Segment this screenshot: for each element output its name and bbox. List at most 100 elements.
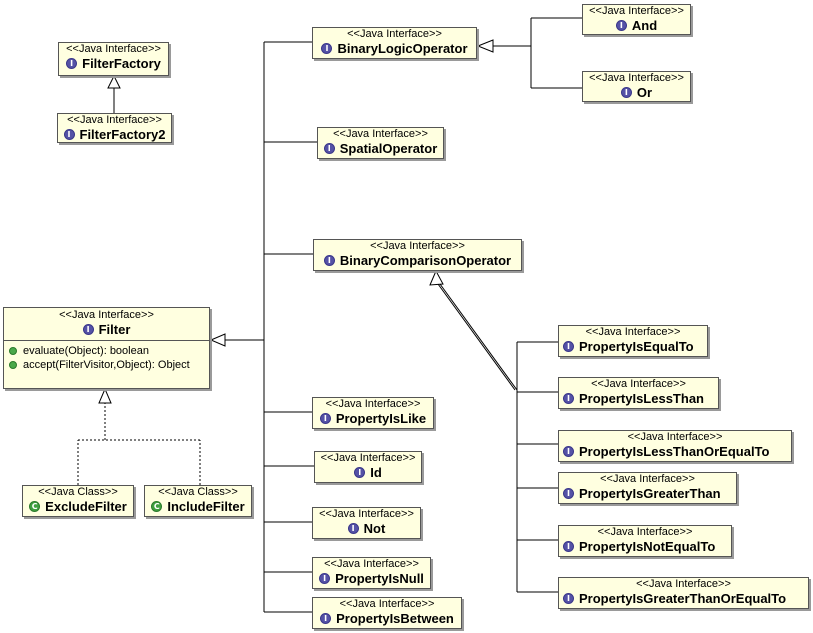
stereotype-label: <<Java Interface>> — [67, 114, 162, 126]
interface-icon: I — [319, 573, 331, 584]
node-propertyisequalto[interactable]: <<Java Interface>> I PropertyIsEqualTo — [558, 325, 708, 357]
member-separator — [4, 340, 209, 341]
stereotype-label: <<Java Interface>> — [339, 598, 435, 610]
node-propertyislike[interactable]: <<Java Interface>> I PropertyIsLike — [312, 397, 434, 429]
node-binarylogicoperator[interactable]: <<Java Interface>> I BinaryLogicOperator — [312, 27, 477, 59]
node-filterfactory[interactable]: <<Java Interface>> I FilterFactory — [58, 42, 169, 76]
interface-icon: I — [563, 341, 574, 352]
interface-icon: I — [63, 129, 75, 140]
interface-icon: I — [563, 446, 574, 457]
stereotype-label: <<Java Interface>> — [66, 43, 161, 55]
class-icon: C — [151, 501, 163, 512]
interface-icon: I — [66, 58, 78, 69]
stereotype-label: <<Java Class>> — [158, 486, 238, 498]
stereotype-label: <<Java Interface>> — [347, 28, 442, 40]
class-name: SpatialOperator — [339, 141, 438, 156]
stereotype-label: <<Java Class>> — [38, 486, 118, 498]
class-name: PropertyIsEqualTo — [579, 339, 694, 354]
node-id[interactable]: <<Java Interface>> I Id — [314, 451, 422, 483]
interface-icon: I — [563, 593, 574, 604]
class-name: PropertyIsGreaterThanOrEqualTo — [579, 591, 787, 606]
interface-icon: I — [620, 87, 632, 98]
class-name: FilterFactory2 — [79, 127, 166, 142]
class-icon: C — [29, 501, 41, 512]
node-propertyislessthan[interactable]: <<Java Interface>> I PropertyIsLessThan — [558, 377, 719, 409]
class-name: Not — [363, 521, 386, 536]
stereotype-label: <<Java Interface>> — [636, 578, 731, 590]
stereotype-label: <<Java Interface>> — [627, 431, 723, 443]
stereotype-label: <<Java Interface>> — [589, 5, 684, 17]
stereotype-label: <<Java Interface>> — [597, 526, 693, 538]
method-signature: accept(FilterVisitor,Object): Object — [23, 359, 190, 371]
interface-icon: I — [615, 20, 627, 31]
class-name: FilterFactory — [82, 56, 161, 71]
extends-arrowhead-binarycomparisonoperator — [429, 269, 444, 286]
comparison-diagonal-line-a — [439, 283, 518, 391]
interface-icon: I — [563, 488, 574, 499]
class-name: IncludeFilter — [167, 499, 245, 514]
interface-icon: I — [323, 143, 335, 154]
node-propertyisgreaterthan[interactable]: <<Java Interface>> I PropertyIsGreaterTha… — [558, 472, 737, 504]
class-name: PropertyIsNull — [335, 571, 424, 586]
node-filter[interactable]: <<Java Interface>> I Filter evaluate(Obje… — [3, 307, 210, 389]
stereotype-label: <<Java Interface>> — [320, 452, 416, 464]
class-name: PropertyIsLessThan — [579, 391, 704, 406]
class-name: PropertyIsBetween — [336, 611, 454, 626]
class-name: PropertyIsLike — [335, 411, 427, 426]
stereotype-label: <<Java Interface>> — [325, 398, 421, 410]
comparison-diagonal-line-b — [437, 283, 516, 391]
extends-arrowhead-binarylogicoperator — [476, 39, 494, 53]
class-name: PropertyIsGreaterThan — [579, 486, 721, 501]
class-name: BinaryComparisonOperator — [339, 253, 512, 268]
extends-arrowhead-filterfactory — [107, 74, 121, 89]
interface-icon: I — [82, 324, 94, 335]
node-not[interactable]: <<Java Interface>> I Not — [312, 507, 421, 539]
public-method-icon — [9, 347, 17, 355]
node-propertyisbetween[interactable]: <<Java Interface>> I PropertyIsBetween — [312, 597, 462, 629]
node-or[interactable]: <<Java Interface>> I Or — [582, 71, 691, 102]
node-excludefilter[interactable]: <<Java Class>> C ExcludeFilter — [22, 485, 134, 517]
node-propertyisnotequalto[interactable]: <<Java Interface>> I PropertyIsNotEqualTo — [558, 525, 732, 557]
method-signature: evaluate(Object): boolean — [23, 345, 149, 357]
interface-icon: I — [321, 43, 333, 54]
class-name: Filter — [98, 322, 131, 337]
class-name: Id — [370, 465, 382, 480]
node-filterfactory2[interactable]: <<Java Interface>> I FilterFactory2 — [57, 113, 172, 143]
stereotype-label: <<Java Interface>> — [319, 508, 414, 520]
stereotype-label: <<Java Interface>> — [324, 558, 419, 570]
interface-icon: I — [563, 541, 574, 552]
node-propertyisgreaterthanorequalto[interactable]: <<Java Interface>> I PropertyIsGreaterTha… — [558, 577, 809, 609]
interface-icon: I — [354, 467, 366, 478]
stereotype-label: <<Java Interface>> — [600, 473, 695, 485]
node-propertyisnull[interactable]: <<Java Interface>> I PropertyIsNull — [312, 557, 431, 589]
method-evaluate[interactable]: evaluate(Object): boolean — [4, 344, 209, 358]
node-spatialoperator[interactable]: <<Java Interface>> I SpatialOperator — [317, 127, 444, 159]
node-and[interactable]: <<Java Interface>> I And — [582, 4, 691, 35]
implements-arrowhead-filter — [98, 387, 112, 404]
extends-arrowhead-filter — [209, 333, 226, 347]
interface-icon: I — [320, 613, 332, 624]
node-binarycomparisonoperator[interactable]: <<Java Interface>> I BinaryComparisonOper… — [313, 239, 522, 271]
class-name: PropertyIsLessThanOrEqualTo — [579, 444, 770, 459]
method-accept[interactable]: accept(FilterVisitor,Object): Object — [4, 358, 209, 372]
node-includefilter[interactable]: <<Java Class>> C IncludeFilter — [144, 485, 252, 517]
interface-icon: I — [323, 255, 335, 266]
stereotype-label: <<Java Interface>> — [589, 72, 684, 84]
stereotype-label: <<Java Interface>> — [585, 326, 681, 338]
stereotype-label: <<Java Interface>> — [370, 240, 465, 252]
stereotype-label: <<Java Interface>> — [59, 309, 154, 321]
class-name: ExcludeFilter — [45, 499, 127, 514]
class-name: PropertyIsNotEqualTo — [579, 539, 716, 554]
node-propertyislessthanorequalto[interactable]: <<Java Interface>> I PropertyIsLessThanOr… — [558, 430, 792, 462]
class-name: Or — [636, 85, 653, 100]
stereotype-label: <<Java Interface>> — [333, 128, 428, 140]
interface-icon: I — [319, 413, 331, 424]
interface-icon: I — [563, 393, 574, 404]
class-name: And — [631, 18, 658, 33]
public-method-icon — [9, 361, 17, 369]
interface-icon: I — [347, 523, 359, 534]
stereotype-label: <<Java Interface>> — [591, 378, 686, 390]
class-name: BinaryLogicOperator — [337, 41, 468, 56]
